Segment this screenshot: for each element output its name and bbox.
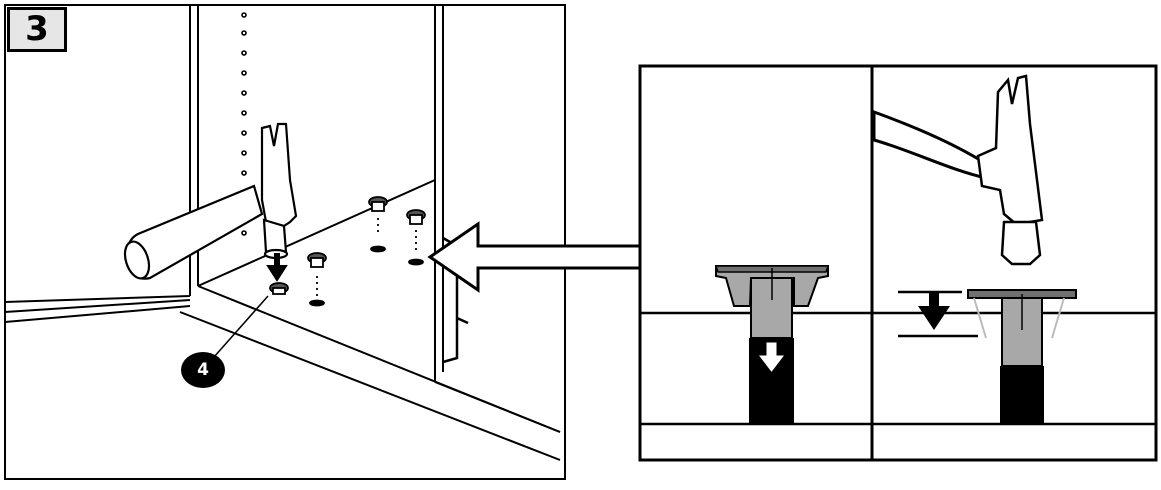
- cabinet-bottom-panel: [179, 285, 561, 461]
- arrow-left-icon: [427, 221, 640, 293]
- part-callout-badge: 4: [181, 352, 225, 388]
- hammer-icon: [123, 122, 298, 280]
- cabinet-side-wall: [4, 5, 199, 323]
- depth-indicator: [898, 290, 978, 338]
- shelf-peg-icon: [269, 196, 426, 307]
- arrow-down-icon: [266, 253, 288, 282]
- cabinet-back-wall: [197, 5, 436, 287]
- main-scene: [4, 4, 640, 480]
- arrow-down-icon: [758, 342, 785, 372]
- callout-leader: [213, 295, 269, 358]
- step-number-label: 3: [7, 7, 67, 52]
- cabinet-door: [434, 5, 561, 433]
- hammer-head: [260, 122, 298, 228]
- main-panel-frame: [4, 4, 566, 480]
- detail-panel: [638, 64, 1158, 462]
- detail-view-insert: [714, 265, 830, 424]
- detail-view-hammer: [872, 74, 1077, 424]
- detail-panel-frame: [638, 64, 1158, 462]
- hammer-icon: [872, 74, 1044, 266]
